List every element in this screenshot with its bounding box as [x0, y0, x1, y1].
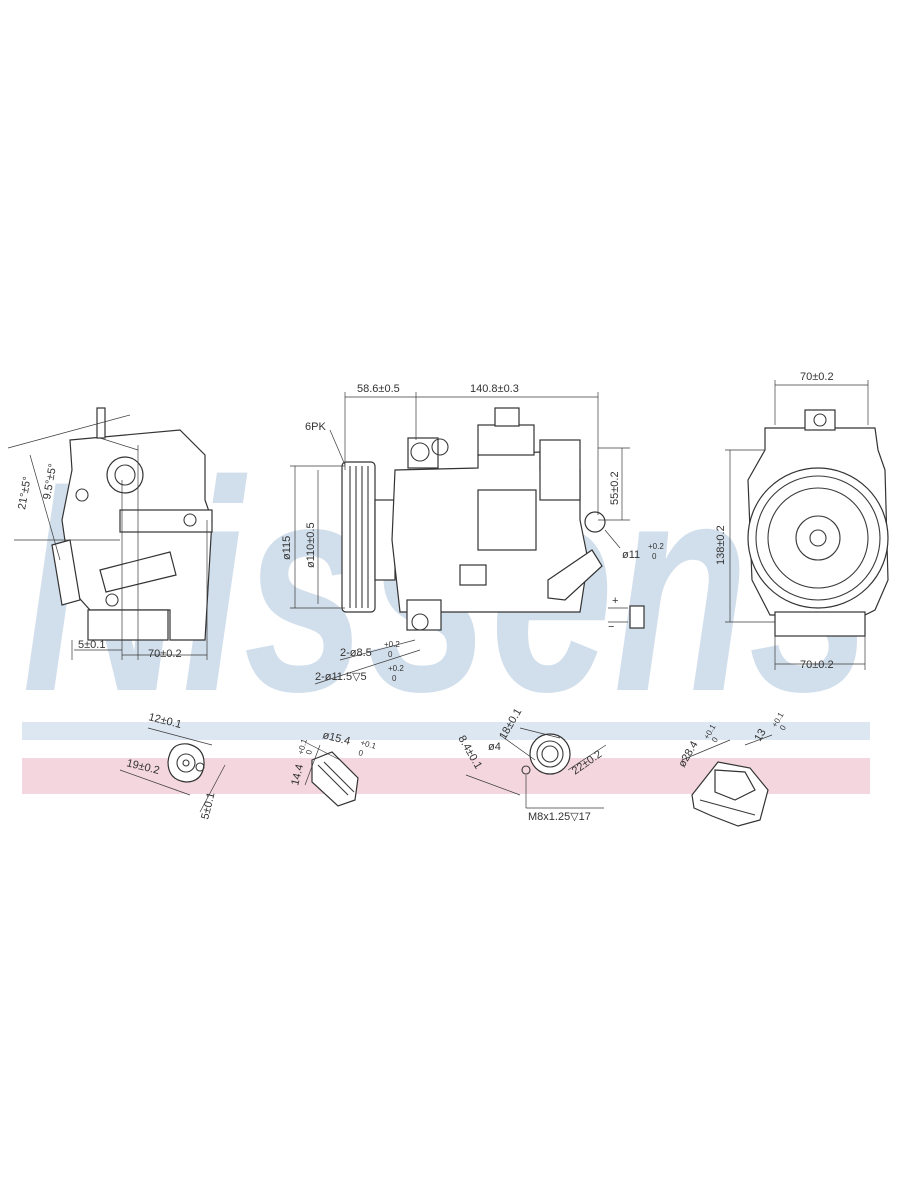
detail1-c: 5±0.1	[199, 791, 217, 821]
hole-tol-lower: 0	[652, 552, 657, 561]
detail4-b: 13	[752, 727, 769, 744]
side-view	[7, 407, 213, 660]
blue-band	[22, 722, 870, 740]
detail-4	[681, 734, 773, 827]
mount-a-dim: 2-ø8.5	[340, 647, 372, 659]
hole-tol: +0.2	[648, 542, 664, 551]
detail-2	[304, 741, 359, 807]
detail4-b-tol-lower: 0	[778, 723, 788, 732]
hole-dim: ø11	[622, 549, 640, 561]
length-dim: 140.8±0.3	[470, 383, 519, 395]
connector-minus: −	[608, 621, 614, 633]
rear-height-dim: 138±0.2	[715, 525, 727, 565]
side-angle-a: 21°±5°	[16, 476, 34, 511]
detail-1	[119, 727, 226, 813]
detail2-b: 14.4	[289, 763, 306, 787]
pulley-outer-dim: ø115	[281, 536, 293, 560]
connector-plus: +	[612, 595, 618, 607]
detail2-a-tol-lower: 0	[358, 748, 365, 758]
side-offset-dim: 5±0.1	[78, 639, 105, 651]
height-dim: 55±0.2	[609, 471, 621, 505]
detail-3	[465, 727, 607, 809]
front-view	[290, 392, 645, 685]
mount-b-tol: +0.2	[388, 664, 404, 673]
rear-top-width-dim: 70±0.2	[800, 371, 834, 383]
detail3-a: ø4	[488, 741, 501, 753]
mount-b-dim: 2-ø11.5▽5	[315, 671, 367, 683]
detail4-a-tol-lower: 0	[710, 735, 720, 744]
detail3-e: M8x1.25▽17	[528, 811, 591, 823]
detail2-b-tol: +0.1	[296, 737, 309, 755]
detail2-b-tol-lower: 0	[304, 748, 314, 755]
side-width-dim: 70±0.2	[148, 648, 182, 660]
detail2-a-tol: +0.1	[360, 738, 378, 751]
mount-b-tol-lower: 0	[392, 674, 397, 683]
pulley-inner-dim: ø110±0.5	[305, 522, 317, 568]
mount-a-tol: +0.2	[384, 640, 400, 649]
pulley-offset-dim: 58.6±0.5	[357, 383, 400, 395]
rear-view	[725, 380, 889, 670]
rear-bottom-width-dim: 70±0.2	[800, 659, 834, 671]
belt-label: 6PK	[305, 421, 326, 433]
mount-a-tol-lower: 0	[388, 650, 393, 659]
